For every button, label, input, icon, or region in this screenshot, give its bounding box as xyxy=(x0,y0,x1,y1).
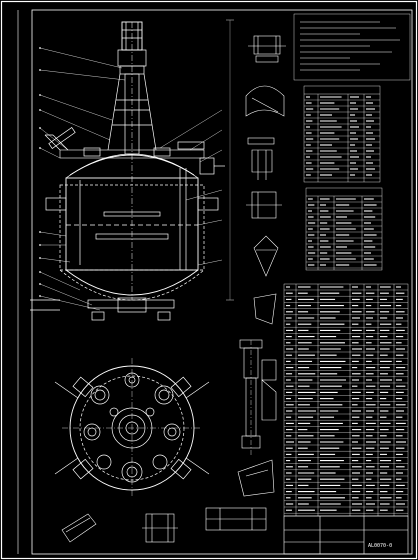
title-block xyxy=(283,515,409,555)
top-head xyxy=(69,154,195,176)
agitator-blade-upper xyxy=(103,211,161,217)
table-row-lines xyxy=(284,99,408,514)
drawing-frame xyxy=(31,9,413,555)
table-cell-text xyxy=(286,96,406,511)
detail-views xyxy=(61,35,286,543)
part-leaders xyxy=(39,47,223,311)
reactor-elevation-view xyxy=(30,19,234,321)
agitator-blade-lower xyxy=(95,233,169,240)
design-data-table xyxy=(303,85,381,183)
jacket xyxy=(59,184,205,271)
technical-notes-block xyxy=(293,13,411,81)
reactor-plan-view xyxy=(54,358,210,498)
nozzle-table xyxy=(305,187,383,271)
parts-list-table xyxy=(283,283,409,517)
bottom-head xyxy=(65,269,199,296)
drawing-number: AL0070-0 xyxy=(368,543,393,549)
